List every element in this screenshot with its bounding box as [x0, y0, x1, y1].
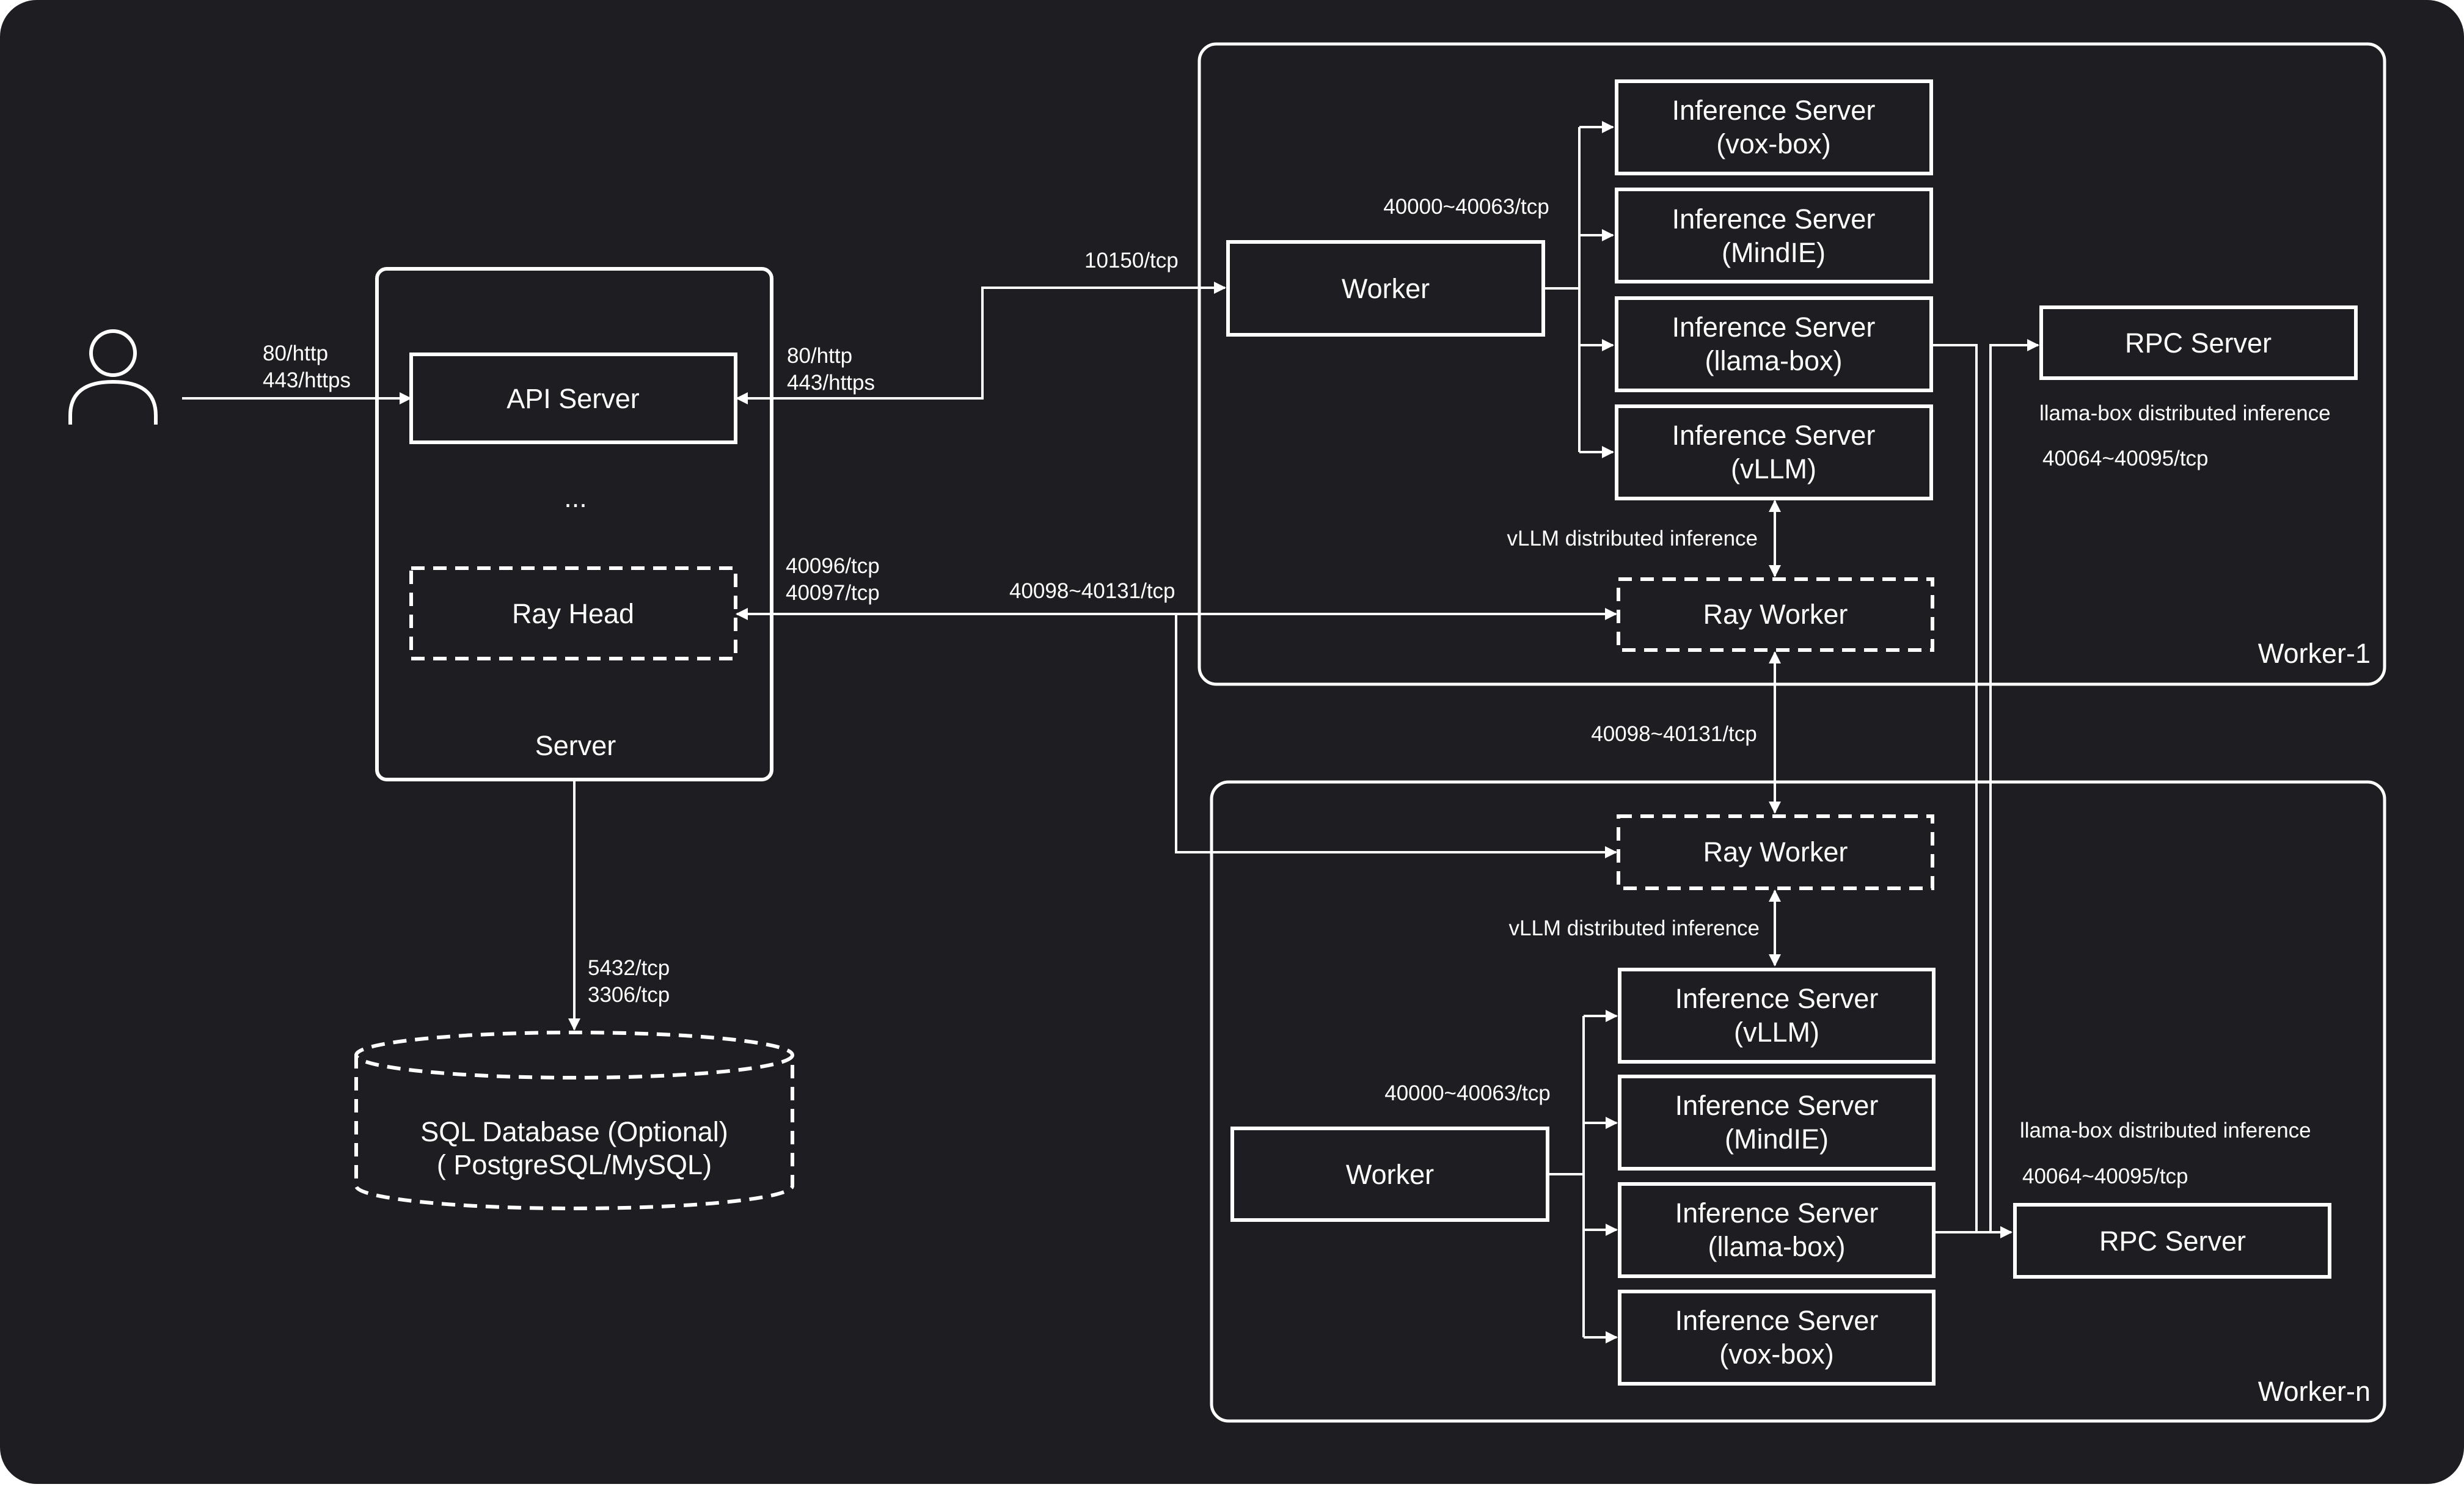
database-label-line1: SQL Database (Optional)	[420, 1116, 728, 1147]
workern-ray-worker-box	[1617, 814, 1934, 890]
workern-inference-voxbox-line1: Inference Server	[1675, 1305, 1879, 1336]
workern-inference-mindie-line1: Inference Server	[1675, 1090, 1879, 1121]
workern-inference-vllm-line1: Inference Server	[1675, 983, 1879, 1014]
user-port-https: 443/https	[263, 368, 351, 392]
user-icon	[68, 329, 158, 425]
workern-inference-ports: 40000~40063/tcp	[1384, 1081, 1551, 1105]
sql-database-cylinder	[354, 1031, 794, 1210]
worker1-vllm-note: vLLM distributed inference	[1507, 527, 1758, 550]
worker1-inference-mindie-box	[1615, 188, 1933, 283]
worker1-inference-voxbox-box	[1615, 79, 1933, 175]
db-port-1: 5432/tcp	[588, 956, 670, 980]
ray-head-label: Ray Head	[512, 598, 634, 629]
worker1-inference-voxbox-line1: Inference Server	[1672, 95, 1876, 126]
workern-inference-mindie-box	[1618, 1075, 1936, 1171]
worker1-inference-vllm-line2: (vLLM)	[1731, 453, 1816, 484]
worker-port: 10150/tcp	[1084, 249, 1179, 272]
server-title: Server	[535, 730, 616, 761]
worker1-title: Worker-1	[2258, 638, 2371, 669]
workern-llamabox-to-worker1-rpc-link	[1933, 339, 2039, 1233]
ray-head-box	[409, 566, 737, 660]
workern-inference-llamabox-line1: Inference Server	[1675, 1197, 1879, 1229]
worker1-ray-worker-label: Ray Worker	[1703, 599, 1848, 630]
api-worker-link	[736, 282, 1226, 404]
between-ray-ports: 40098~40131/tcp	[1591, 722, 1757, 746]
api-port-http: 80/http	[787, 344, 852, 368]
ray-head-port-1: 40096/tcp	[786, 554, 880, 578]
server-ellipsis: ...	[564, 482, 587, 513]
workern-worker-label: Worker	[1346, 1159, 1434, 1190]
workern-rpc-note: llama-box distributed inference	[2020, 1119, 2311, 1142]
workern-rpc-server-box	[2013, 1203, 2331, 1279]
worker1-inference-ports: 40000~40063/tcp	[1383, 195, 1549, 219]
api-port-https: 443/https	[787, 371, 875, 395]
worker1-rpc-note: llama-box distributed inference	[2039, 401, 2331, 425]
worker1-group	[1197, 42, 2386, 686]
workern-inference-llamabox-line2: (llama-box)	[1708, 1231, 1845, 1262]
workern-inference-mindie-line2: (MindIE)	[1725, 1123, 1829, 1155]
worker1-rpc-ports: 40064~40095/tcp	[2042, 447, 2209, 470]
workern-rpc-ports: 40064~40095/tcp	[2022, 1164, 2188, 1188]
worker1-inference-mindie-line1: Inference Server	[1672, 203, 1876, 235]
workern-inference-voxbox-line2: (vox-box)	[1719, 1339, 1834, 1370]
worker1-inference-llamabox-line1: Inference Server	[1672, 312, 1876, 343]
worker1-inference-mindie-line2: (MindIE)	[1722, 237, 1826, 268]
worker1-ray-worker-box	[1617, 577, 1934, 652]
user-port-http: 80/http	[263, 342, 328, 365]
api-server-label: API Server	[506, 383, 640, 414]
workern-title: Worker-n	[2258, 1376, 2371, 1407]
worker1-worker-label: Worker	[1342, 273, 1430, 304]
db-port-2: 3306/tcp	[588, 983, 670, 1007]
ray-head-to-workern-ray-link	[1175, 614, 1617, 858]
worker1-inference-vllm-box	[1615, 404, 1933, 500]
workern-vllm-note: vLLM distributed inference	[1509, 916, 1760, 940]
workern-inference-voxbox-box	[1618, 1290, 1936, 1386]
worker1-llamabox-to-workern-rpc-link	[1931, 344, 2013, 1238]
worker1-inference-llamabox-line2: (llama-box)	[1705, 345, 1842, 376]
workern-rpc-server-label: RPC Server	[2099, 1226, 2246, 1257]
workern-ray-worker-label: Ray Worker	[1703, 836, 1848, 868]
worker1-rpc-server-label: RPC Server	[2125, 327, 2272, 359]
workern-inference-llamabox-box	[1618, 1182, 1936, 1278]
workern-inference-vllm-box	[1618, 968, 1936, 1064]
worker1-inference-voxbox-line2: (vox-box)	[1716, 128, 1831, 159]
workern-group	[1210, 780, 2386, 1423]
workern-inference-vllm-line2: (vLLM)	[1734, 1017, 1819, 1048]
ray-head-port-2: 40097/tcp	[786, 581, 880, 605]
ray-port-label: 40098~40131/tcp	[1009, 579, 1175, 603]
worker1-inference-vllm-line1: Inference Server	[1672, 420, 1876, 451]
worker1-rpc-server-box	[2039, 305, 2358, 380]
database-label-line2: ( PostgreSQL/MySQL)	[437, 1149, 712, 1180]
